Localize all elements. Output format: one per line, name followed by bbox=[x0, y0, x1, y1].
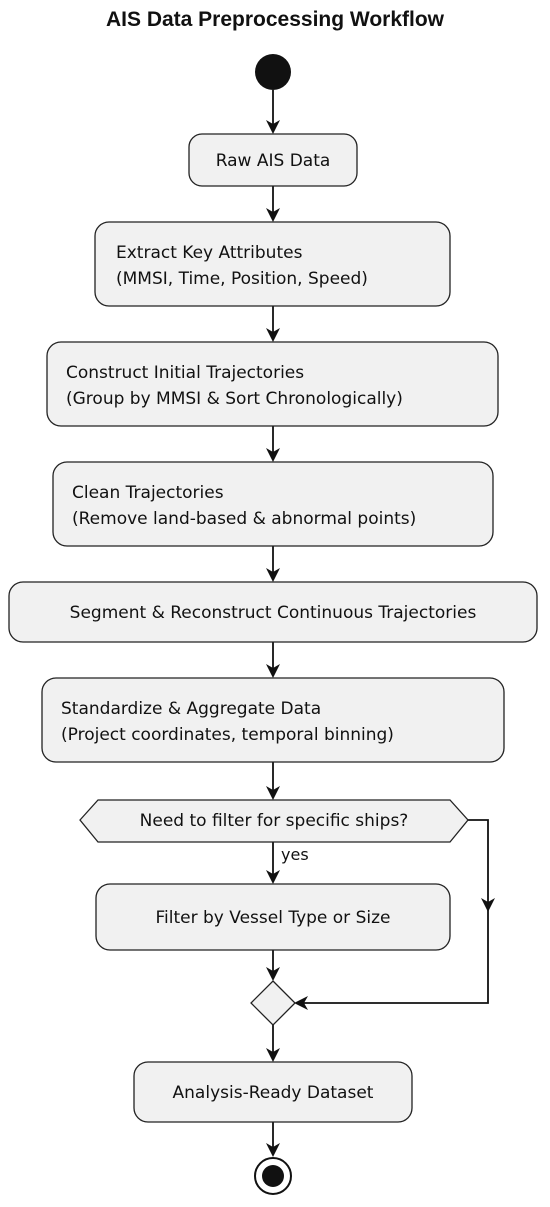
decision-question: Need to filter for specific ships? bbox=[140, 811, 409, 831]
yes-label: yes bbox=[281, 845, 309, 864]
node-standardize-line-1: Standardize & Aggregate Data bbox=[61, 699, 321, 719]
node-raw-ais-data: Raw AIS Data bbox=[188, 133, 358, 187]
start-node bbox=[255, 54, 291, 90]
node-extract-line-1: Extract Key Attributes bbox=[116, 243, 303, 263]
node-construct-line-2: (Group by MMSI & Sort Chronologically) bbox=[66, 389, 403, 409]
node-standardize-line-2: (Project coordinates, temporal binning) bbox=[61, 725, 394, 745]
node-dataset-line-1: Analysis-Ready Dataset bbox=[173, 1083, 374, 1103]
node-clean-line-1: Clean Trajectories bbox=[72, 483, 224, 503]
merge-node bbox=[250, 980, 296, 1026]
node-clean-line-2: (Remove land-based & abnormal points) bbox=[72, 509, 416, 529]
end-node bbox=[254, 1157, 292, 1195]
node-analysis-ready-dataset: Analysis-Ready Dataset bbox=[133, 1061, 413, 1123]
node-filter-line-1: Filter by Vessel Type or Size bbox=[156, 908, 391, 928]
node-construct-line-1: Construct Initial Trajectories bbox=[66, 363, 304, 383]
node-standardize-aggregate: Standardize & Aggregate Data (Project co… bbox=[41, 677, 505, 763]
node-raw-line-1: Raw AIS Data bbox=[216, 151, 331, 171]
node-extract-attributes: Extract Key Attributes (MMSI, Time, Posi… bbox=[94, 221, 451, 307]
flow-edges bbox=[266, 90, 495, 1157]
decision-node: Need to filter for specific ships? bbox=[79, 799, 469, 843]
diagram-title: AIS Data Preprocessing Workflow bbox=[105, 8, 445, 31]
node-segment-reconstruct: Segment & Reconstruct Continuous Traject… bbox=[8, 581, 538, 643]
node-filter-vessel: Filter by Vessel Type or Size bbox=[95, 883, 451, 951]
node-extract-line-2: (MMSI, Time, Position, Speed) bbox=[116, 269, 368, 289]
node-construct-trajectories: Construct Initial Trajectories (Group by… bbox=[46, 341, 499, 427]
node-clean-trajectories: Clean Trajectories (Remove land-based & … bbox=[52, 461, 494, 547]
node-segment-line-1: Segment & Reconstruct Continuous Traject… bbox=[70, 603, 477, 623]
